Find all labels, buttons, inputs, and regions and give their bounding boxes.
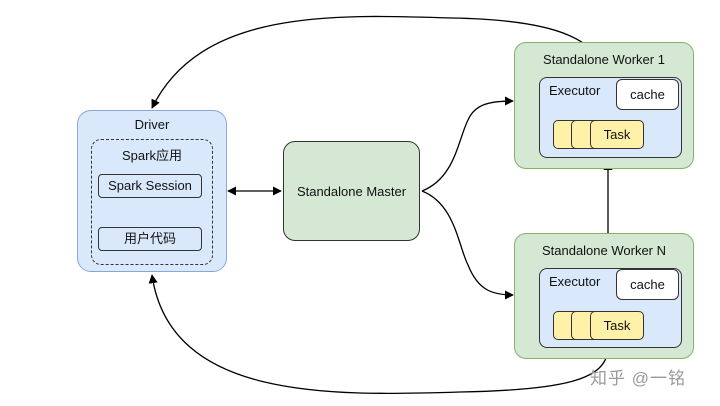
worker-n-task: Task xyxy=(590,311,644,340)
worker-1-task: Task xyxy=(590,120,644,149)
worker-1-cache: cache xyxy=(616,79,679,110)
spark-session-node: Spark Session xyxy=(98,174,202,198)
worker-n-title: Standalone Worker N xyxy=(541,243,667,258)
worker-n-cache-label: cache xyxy=(630,277,665,292)
worker-n-executor-label: Executor xyxy=(549,274,601,289)
watermark: 知乎 @一铭 xyxy=(590,369,686,388)
master-worker1-arrow xyxy=(421,96,514,192)
driver-workerN-bottom-arrow xyxy=(148,274,612,395)
master-label: Standalone Master xyxy=(296,183,407,199)
worker-n-task-label: Task xyxy=(603,318,631,333)
worker-1-executor-label: Executor xyxy=(549,83,601,98)
master-workerN-arrow xyxy=(421,190,514,300)
spark-app-label: Spark应用 xyxy=(122,148,182,163)
worker-1-title: Standalone Worker 1 xyxy=(543,52,665,67)
driver-title: Driver xyxy=(134,117,170,132)
worker-1-cache-label: cache xyxy=(630,87,665,102)
standalone-master-node: Standalone Master xyxy=(283,141,420,241)
user-code-node: 用户代码 xyxy=(98,227,202,251)
worker-n-cache: cache xyxy=(616,269,679,300)
worker-1-task-label: Task xyxy=(603,127,631,142)
spark-app-group xyxy=(91,139,213,265)
